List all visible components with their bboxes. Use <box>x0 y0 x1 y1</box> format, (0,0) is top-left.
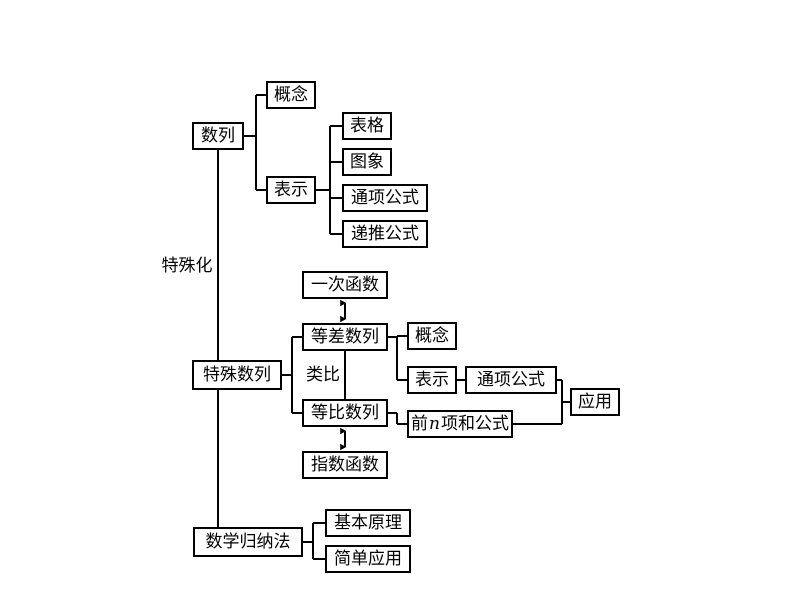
node-yici-hanshu[interactable]: 一次函数 <box>302 271 388 299</box>
node-shuxue-guinafa[interactable]: 数学归纳法 <box>193 527 303 557</box>
node-ditui-gongshi-label: 递推公式 <box>351 223 419 244</box>
label-leibi-text: 类比 <box>306 364 340 385</box>
node-tongxiang-gongshi-top[interactable]: 通项公式 <box>342 184 428 212</box>
node-qian-n-xiang-he-gongshi-suffix: 项和公式 <box>440 413 509 434</box>
node-qian-n-xiang-he-gongshi-prefix: 前 <box>411 413 429 434</box>
node-shulie-label: 数列 <box>201 125 235 146</box>
label-leibi: 类比 <box>303 365 343 385</box>
node-jiben-yuanli-label: 基本原理 <box>334 512 402 533</box>
node-shuxue-guinafa-label: 数学归纳法 <box>205 531 291 552</box>
node-biaoshi-right[interactable]: 表示 <box>407 366 457 394</box>
node-gainian-top[interactable]: 概念 <box>266 81 316 109</box>
node-teshu-shulie[interactable]: 特殊数列 <box>192 360 282 390</box>
node-jiben-yuanli[interactable]: 基本原理 <box>325 509 411 537</box>
node-biaoge-label: 表格 <box>350 115 384 136</box>
node-biaoshi-top[interactable]: 表示 <box>266 176 316 204</box>
node-yingyong[interactable]: 应用 <box>570 388 620 416</box>
node-teshu-shulie-label: 特殊数列 <box>203 364 271 385</box>
label-teshuhua: 特殊化 <box>160 256 214 276</box>
node-biaoshi-right-label: 表示 <box>415 369 449 390</box>
node-dengbi-shulie[interactable]: 等比数列 <box>302 399 388 427</box>
node-yingyong-label: 应用 <box>578 391 612 412</box>
node-tuxiang[interactable]: 图象 <box>342 148 392 176</box>
node-gainian-right[interactable]: 概念 <box>407 322 457 350</box>
node-dengbi-shulie-label: 等比数列 <box>311 402 379 423</box>
node-gainian-top-label: 概念 <box>274 84 308 105</box>
node-yici-hanshu-label: 一次函数 <box>311 274 379 295</box>
node-qian-n-xiang-he-gongshi-variable: n <box>429 413 440 434</box>
node-biaoge[interactable]: 表格 <box>342 112 392 140</box>
node-shulie[interactable]: 数列 <box>192 122 244 150</box>
node-dengcha-shulie-label: 等差数列 <box>311 326 379 347</box>
node-biaoshi-top-label: 表示 <box>274 179 308 200</box>
node-zhishu-hanshu-label: 指数函数 <box>311 454 379 475</box>
node-tongxiang-gongshi-right[interactable]: 通项公式 <box>465 366 557 394</box>
node-ditui-gongshi[interactable]: 递推公式 <box>342 220 428 248</box>
node-tongxiang-gongshi-top-label: 通项公式 <box>351 187 419 208</box>
node-tuxiang-label: 图象 <box>350 151 384 172</box>
node-dengcha-shulie[interactable]: 等差数列 <box>302 323 388 351</box>
label-teshuhua-text: 特殊化 <box>161 255 213 276</box>
node-jiandan-yingyong[interactable]: 简单应用 <box>325 545 411 573</box>
node-gainian-right-label: 概念 <box>415 325 449 346</box>
node-jiandan-yingyong-label: 简单应用 <box>334 548 402 569</box>
node-zhishu-hanshu[interactable]: 指数函数 <box>302 451 388 479</box>
node-tongxiang-gongshi-right-label: 通项公式 <box>477 369 545 390</box>
